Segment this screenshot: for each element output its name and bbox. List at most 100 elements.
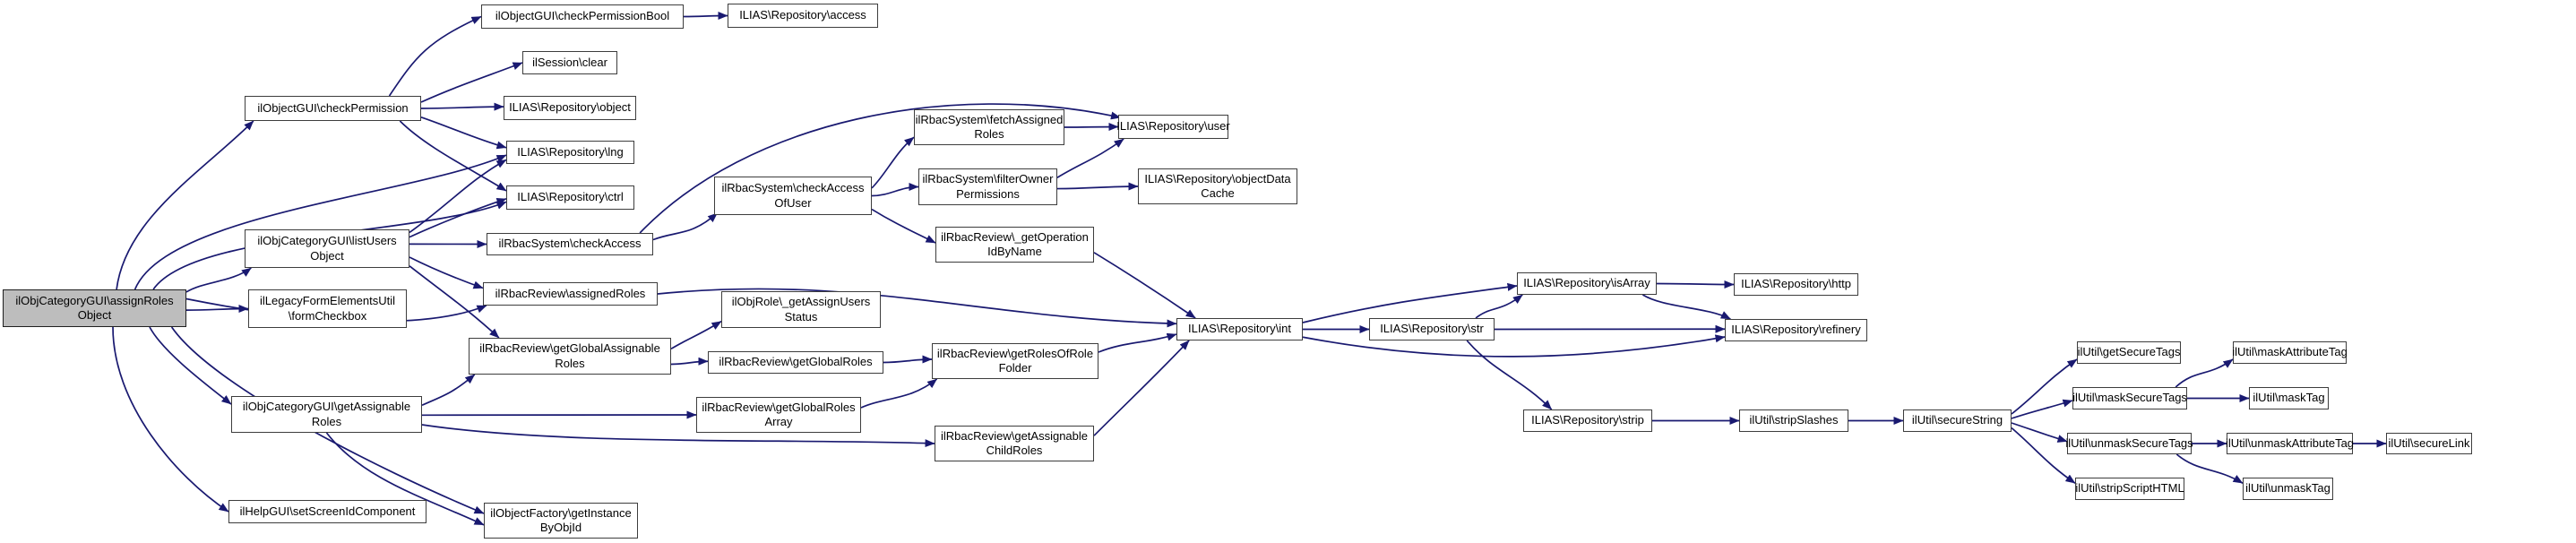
graph-node-label: ILIAS\Repository\user [1116,119,1230,134]
graph-node-label: ilUtil\maskTag [2253,391,2325,405]
edge-checkPermission-to-sessionClear [420,62,523,103]
graph-node-label: ilRbacReview\getGlobalAssignable [479,341,660,355]
graph-node-repoIsArray[interactable]: ILIAS\Repository\isArray [1517,272,1657,295]
graph-node-label: Roles [311,414,342,428]
graph-node-unmaskAttributeTag[interactable]: ilUtil\unmaskAttributeTag [2226,433,2354,454]
graph-node-repoLng[interactable]: ILIAS\Repository\lng [506,141,634,164]
edge-assignRolesObject-to-checkPermission [116,120,254,290]
graph-node-label: ilObjRole\_getAssignUsers [731,295,871,308]
graph-node-repoHttp[interactable]: ILIAS\Repository\http [1734,273,1858,296]
edge-getOperationIdByName-to-repoInt [1093,252,1196,319]
graph-node-repoAccess[interactable]: ILIAS\Repository\access [728,4,878,28]
graph-node-label: ilUtil\unmaskTag [2245,481,2330,496]
graph-node-repoStr[interactable]: ILIAS\Repository\str [1369,318,1495,340]
graph-node-repoCtrl[interactable]: ILIAS\Repository\ctrl [506,185,634,210]
graph-node-label: ILIAS\Repository\objectData [1144,171,1291,185]
graph-node-repoRefinery[interactable]: ILIAS\Repository\refinery [1725,319,1867,341]
graph-node-label: ilRbacReview\_getOperation [941,229,1089,244]
graph-node-checkAccess[interactable]: ilRbacSystem\checkAccess [487,233,653,255]
graph-node-label: ilUtil\secureLink [2388,435,2470,450]
edge-checkPermission-to-repoLng [420,116,507,150]
edge-checkPermission-to-repoCtrl [399,120,507,192]
edge-listUsersObject-to-repoLng [409,159,507,234]
graph-node-stripScriptHTML[interactable]: ilUtil\stripScriptHTML [2075,478,2184,500]
graph-node-repoStrip[interactable]: ILIAS\Repository\strip [1523,409,1652,432]
edge-getAssignableChildRoles-to-repoInt [1093,340,1190,436]
graph-node-sessionClear[interactable]: ilSession\clear [522,51,617,74]
graph-node-checkPermission[interactable]: ilObjectGUI\checkPermission [245,96,421,121]
edge-assignRolesObject-to-getAssignableRoles [149,326,232,405]
graph-node-maskAttributeTag[interactable]: ilUtil\maskAttributeTag [2232,341,2348,364]
graph-node-unmaskTag[interactable]: ilUtil\unmaskTag [2243,478,2333,500]
graph-node-stripSlashes[interactable]: ilUtil\stripSlashes [1739,409,1848,432]
edge-repoStr-to-repoIsArray [1475,294,1523,319]
graph-node-label: IdByName [987,245,1042,258]
edge-listUsersObject-to-repoCtrl [409,197,507,238]
edge-checkAccessOfUser-to-fetchAssignedRoles [871,136,915,189]
graph-node-label: ilObjectGUI\checkPermission [257,100,409,115]
graph-node-checkPermissionBool[interactable]: ilObjectGUI\checkPermissionBool [481,4,684,29]
edge-getGlobalRoles-to-getRolesOfRoleFolder [883,355,933,364]
graph-node-unmaskSecureTags[interactable]: ilUtil\unmaskSecureTags [2065,433,2193,454]
graph-node-repoInt[interactable]: ILIAS\Repository\int [1176,318,1303,340]
graph-node-label: ilObjCategoryGUI\listUsers [257,234,397,247]
graph-node-label: ILIAS\Repository\lng [517,144,624,159]
graph-node-label: ByObjId [539,521,582,534]
graph-node-maskSecureTags[interactable]: ilUtil\maskSecureTags [2072,387,2187,409]
edge-repoIsArray-to-repoRefinery [1641,294,1731,320]
graph-node-label: \formCheckbox [288,308,367,323]
graph-node-label: ilRbacReview\getGlobalRoles [719,355,873,369]
graph-node-label: Folder [998,361,1032,375]
graph-node-secureLink[interactable]: ilUtil\secureLink [2386,433,2472,454]
edge-checkPermission-to-checkPermissionBool [388,15,482,97]
edge-checkAccessOfUser-to-getOperationIdByName [871,208,936,244]
graph-node-label: ILIAS\Repository\int [1188,322,1291,336]
graph-node-getSecureTags[interactable]: ilUtil\getSecureTags [2077,341,2181,364]
graph-node-repoUser[interactable]: ILIAS\Repository\user [1116,115,1230,139]
graph-node-label: ILIAS\Repository\refinery [1731,323,1861,337]
edge-assignRolesObject-to-listUsersObject [185,267,252,293]
graph-node-label: ilLegacyFormElementsUtil [260,294,395,307]
graph-node-label: Roles [974,127,1004,141]
graph-node-setScreenIdComponent[interactable]: ilHelpGUI\setScreenIdComponent [228,500,426,523]
graph-node-secureString[interactable]: ilUtil\secureString [1903,409,2012,432]
edge-getAssignableRoles-to-getInstanceByObjId [325,432,485,526]
graph-node-label: ILIAS\Repository\http [1741,277,1851,291]
graph-node-formCheckbox[interactable]: ilLegacyFormElementsUtil\formCheckbox [248,289,407,328]
edge-repoIsArray-to-repoHttp [1656,280,1735,289]
edge-secureString-to-unmaskSecureTags [2011,422,2068,443]
edge-repoInt-to-repoIsArray [1302,282,1518,323]
graph-node-label: Object [77,308,112,322]
graph-node-label: Cache [1201,186,1235,200]
graph-node-label: ILIAS\Repository\ctrl [517,190,624,204]
edge-secureString-to-maskSecureTags [2011,399,2073,419]
graph-node-label: ilRbacReview\assignedRoles [495,286,646,300]
graph-node-label: Permissions [956,186,1020,201]
graph-node-getGlobalRoles[interactable]: ilRbacReview\getGlobalRoles [708,351,883,374]
graph-node-label: Roles [555,356,585,370]
edge-fetchAssignedRoles-to-repoUser [1064,123,1119,132]
graph-node-maskTag[interactable]: ilUtil\maskTag [2249,387,2329,409]
graph-node-assignedRoles[interactable]: ilRbacReview\assignedRoles [483,282,658,306]
edge-checkPermission-to-repoObject [420,102,504,111]
graph-node-label: Object [310,248,344,263]
graph-node-label: ILIAS\Repository\object [509,100,631,115]
graph-node-repoObject[interactable]: ILIAS\Repository\object [504,96,636,120]
graph-node-label: ilRbacReview\getGlobalRoles [702,400,856,414]
